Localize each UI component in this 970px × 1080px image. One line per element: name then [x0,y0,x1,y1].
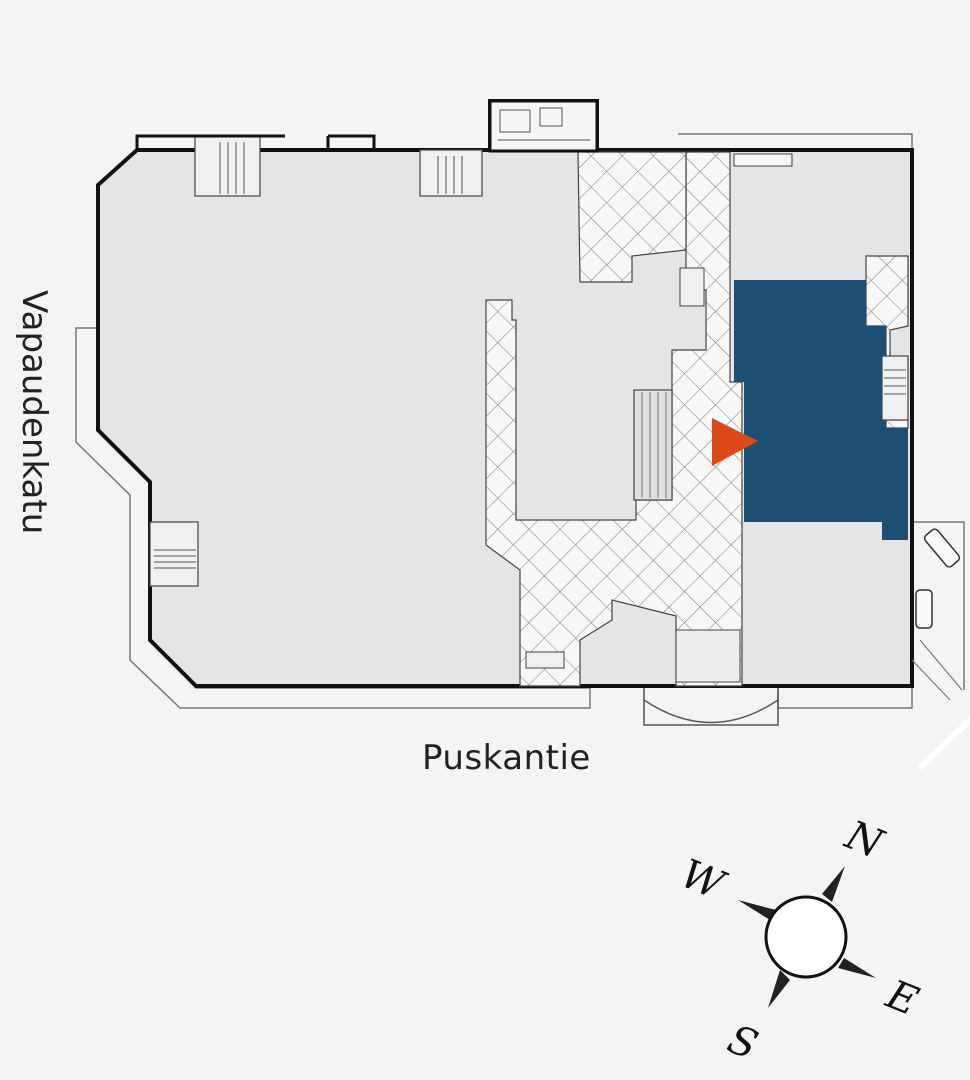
entrance-canopy [643,688,779,726]
stairwell-nw [194,135,261,197]
north-counter [733,153,793,167]
compass-e: E [879,971,924,1025]
street-label-vapaudenkatu-text: Vapaudenkatu [14,290,54,535]
parked-car [923,528,961,568]
stairwell-w [149,521,199,587]
service-room-area [577,151,687,283]
driveway [911,639,963,701]
north-annex [488,99,599,153]
service-box [525,651,565,669]
parked-car [915,589,933,629]
service-box [675,629,741,683]
escalator [633,389,673,501]
street-label-puskantie: Puskantie [422,738,591,778]
highlighted-unit [734,280,908,540]
north-wall-openings [135,134,376,150]
stairwell-e [881,355,909,421]
compass-s: S [721,1016,764,1069]
street-label-vapaudenkatu: Vapaudenkatu [14,290,56,540]
compass-n: N [838,812,890,869]
location-marker [712,418,758,466]
corridor-area [485,151,743,687]
compass-w: W [674,851,732,910]
ramp-line [917,715,970,771]
service-box [679,267,705,307]
compass-rose: N W E S [674,812,924,1069]
stairwell-n [419,149,483,197]
